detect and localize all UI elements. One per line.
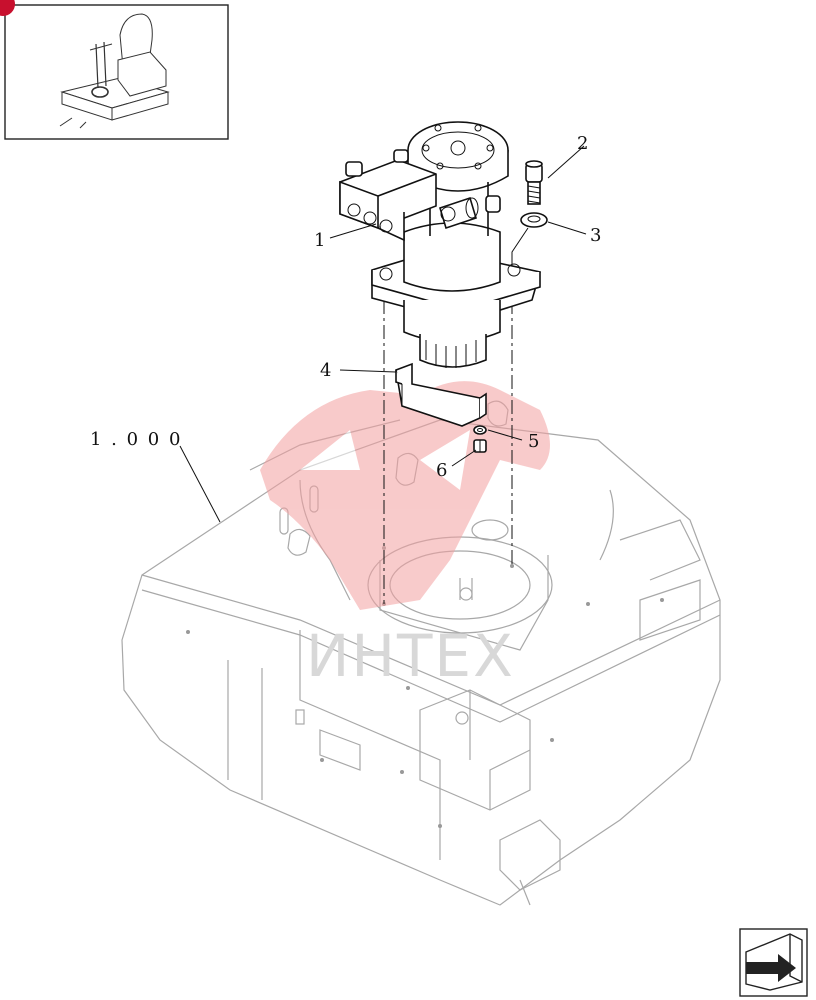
callout-6[interactable]: 6 bbox=[436, 460, 447, 481]
watermark-logo bbox=[260, 381, 550, 610]
locator-badge bbox=[0, 0, 15, 16]
callout-4[interactable]: 4 bbox=[320, 360, 331, 381]
next-page-arrow-icon[interactable] bbox=[739, 928, 808, 997]
watermark-text: ИНТЕХ bbox=[306, 622, 515, 690]
callout-3[interactable]: 3 bbox=[590, 225, 601, 246]
bracket-plate[interactable] bbox=[395, 362, 487, 427]
callout-1[interactable]: 1 bbox=[314, 230, 325, 251]
callout-2[interactable]: 2 bbox=[577, 133, 588, 154]
locator-thumbnail[interactable] bbox=[4, 4, 229, 140]
small-washer[interactable] bbox=[473, 425, 487, 435]
callout-5[interactable]: 5 bbox=[528, 431, 539, 452]
swing-motor[interactable] bbox=[339, 121, 542, 368]
small-bolt[interactable] bbox=[473, 439, 487, 453]
callout-leaders bbox=[179, 145, 587, 523]
washer[interactable] bbox=[520, 212, 548, 228]
excavator-cab-thumbnail-icon bbox=[59, 13, 170, 129]
reference-frame-label[interactable]: 1 . 0 0 0 bbox=[90, 429, 182, 450]
mounting-bolt[interactable] bbox=[525, 160, 543, 205]
upper-frame bbox=[121, 400, 721, 906]
